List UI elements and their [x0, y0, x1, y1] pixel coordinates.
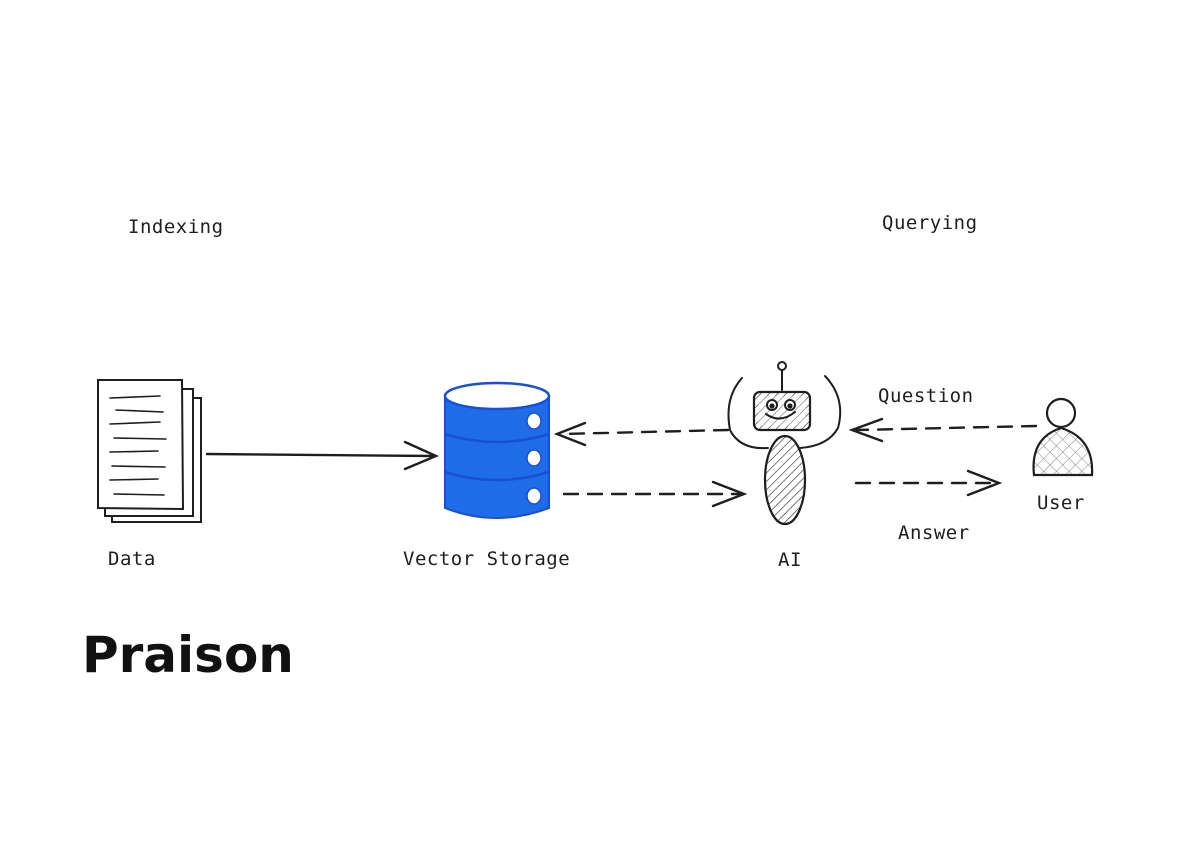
document-stack-icon: [97, 379, 202, 523]
querying-heading: Querying: [882, 212, 978, 234]
arrow-ai-to-user: [854, 469, 1003, 497]
arrow-user-to-ai: [848, 417, 1038, 443]
robot-icon: [727, 361, 842, 526]
ai-label: AI: [778, 549, 802, 571]
user-icon: [1032, 397, 1094, 477]
data-label: Data: [108, 548, 156, 570]
arrow-storage-to-ai: [562, 480, 748, 508]
answer-label: Answer: [898, 522, 970, 544]
user-label: User: [1037, 492, 1085, 514]
indexing-heading: Indexing: [128, 216, 224, 238]
praison-logo: Praison: [82, 626, 294, 684]
arrow-ai-to-storage: [553, 421, 730, 447]
vector-storage-label: Vector Storage: [403, 548, 571, 570]
database-icon: [443, 381, 551, 519]
question-label: Question: [878, 385, 974, 407]
arrow-data-to-storage: [205, 440, 440, 471]
